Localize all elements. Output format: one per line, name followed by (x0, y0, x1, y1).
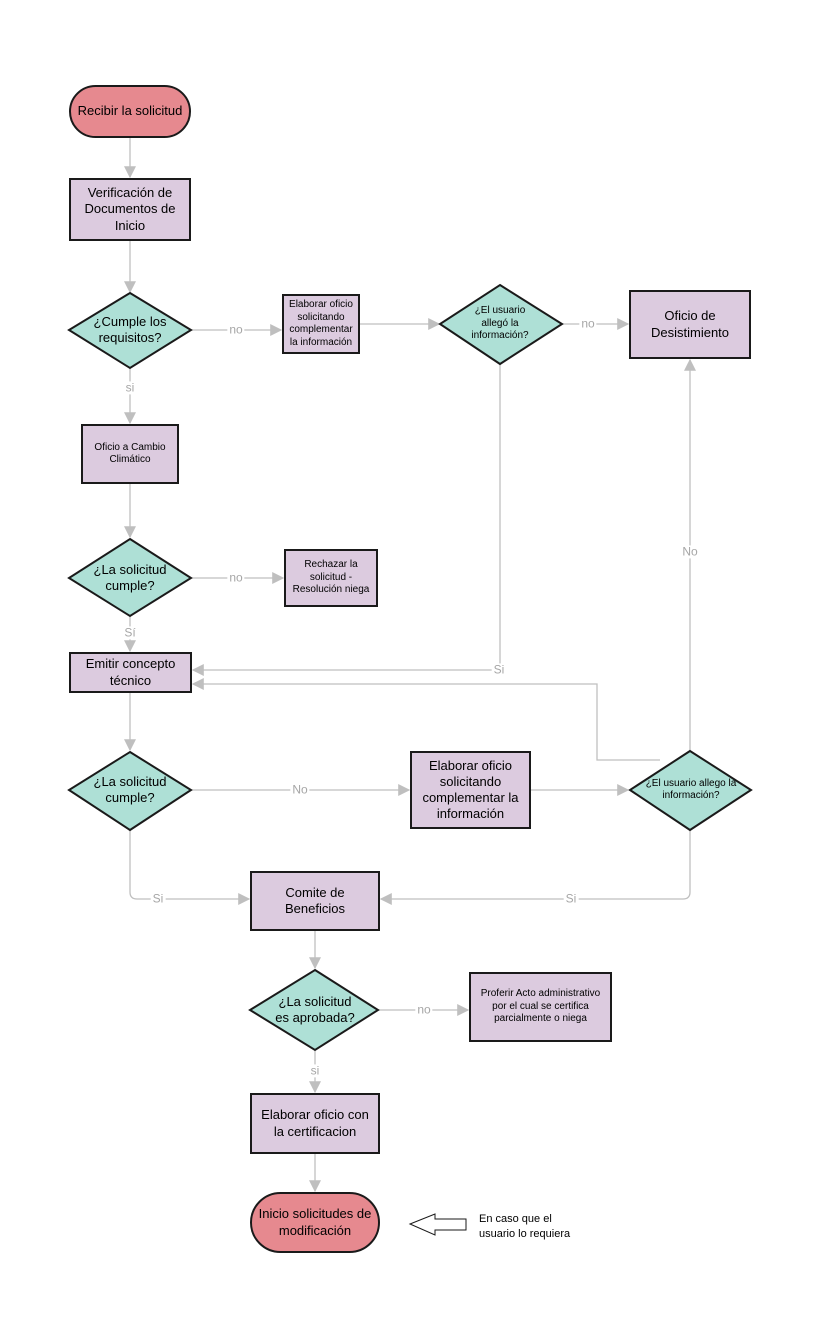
oficio-cambio-box (81, 424, 179, 484)
comite-box (250, 871, 380, 931)
desistimiento-box (629, 290, 751, 359)
edge-label-sol1-no: no (227, 570, 245, 585)
note-arrow-icon (408, 1213, 467, 1236)
edge-label-allego1-si: Si (491, 662, 507, 677)
solicitud-cumple-1-label: ¿La solicitud cumple? (93, 561, 167, 593)
elaborar-oficio-1-label: Elaborar oficio solicitando complementar… (289, 299, 353, 348)
solicitud-cumple-2-label: ¿La solicitud cumple? (93, 773, 167, 805)
edge-allego2-loop-emitir (191, 678, 660, 761)
rechazar-label: Rechazar la solicitud - Resolución niega (292, 559, 370, 596)
usuario-allego-1-diamond (438, 283, 564, 366)
usuario-allego-2-diamond (628, 749, 753, 832)
emitir-concepto-label: Emitir concepto técnico (85, 656, 176, 688)
usuario-allego-1-label: ¿El usuario allegó la información? (471, 305, 529, 342)
cumple-requisitos-label: ¿Cumple los requisitos? (93, 313, 167, 345)
elaborar-oficio-1-box (282, 294, 360, 354)
edge-label-sol1-si: Sí (122, 625, 138, 640)
rechazar-box (284, 549, 378, 607)
edge-label-cumple-no: no (227, 322, 245, 337)
oficio-cambio-label: Oficio a Cambio Climático (94, 441, 166, 466)
certificacion-box (250, 1093, 380, 1154)
verificacion-box (69, 178, 191, 241)
emitir-concepto-box (69, 652, 192, 693)
solicitud-cumple-2-diamond (67, 750, 193, 832)
elaborar-oficio-2-box (410, 751, 531, 829)
cumple-requisitos-diamond (67, 291, 193, 370)
usuario-allego-2-label: ¿El usuario allego la información? (645, 777, 737, 802)
edge-label-cumple-si: si (123, 380, 137, 395)
solicitud-aprobada-label: ¿La solicitud es aprobada? (275, 993, 355, 1025)
desistimiento-label: Oficio de Desistimiento (650, 308, 730, 340)
note-text: En caso que el usuario lo requiera (479, 1213, 571, 1241)
elaborar-oficio-2-label: Elaborar oficio solicitando complementar… (422, 757, 519, 822)
proferir-acto-box (469, 972, 612, 1042)
edge-label-aprobada-si: si (308, 1063, 322, 1078)
edge-label-allego2-si: Si (563, 891, 579, 906)
inicio-modificacion-label: Inicio solicitudes de modificación (258, 1206, 372, 1238)
start-terminal (69, 85, 191, 138)
edge-label-allego2-no: No (680, 544, 700, 559)
edge-label-aprobada-no: no (415, 1002, 433, 1017)
edge-allego1-si-emitir (191, 364, 501, 676)
comite-label: Comite de Beneficios (285, 884, 345, 916)
solicitud-aprobada-diamond (248, 968, 380, 1052)
edge-label-sol2-si: Si (150, 891, 166, 906)
certificacion-label: Elaborar oficio con la certificacion (261, 1107, 369, 1139)
solicitud-cumple-1-diamond (67, 537, 193, 618)
verificacion-label: Verificación de Documentos de Inicio (84, 185, 176, 233)
edge-label-allego1-no: no (579, 316, 597, 331)
edge-allego2-si-comite (379, 830, 691, 905)
start-label: Recibir la solicitud (77, 103, 183, 119)
end-terminal (250, 1192, 380, 1253)
proferir-acto-label: Proferir Acto administrativo por el cual… (480, 988, 601, 1025)
edge-sol2-si-comite (129, 830, 251, 905)
edge-label-sol2-no: No (290, 782, 310, 797)
